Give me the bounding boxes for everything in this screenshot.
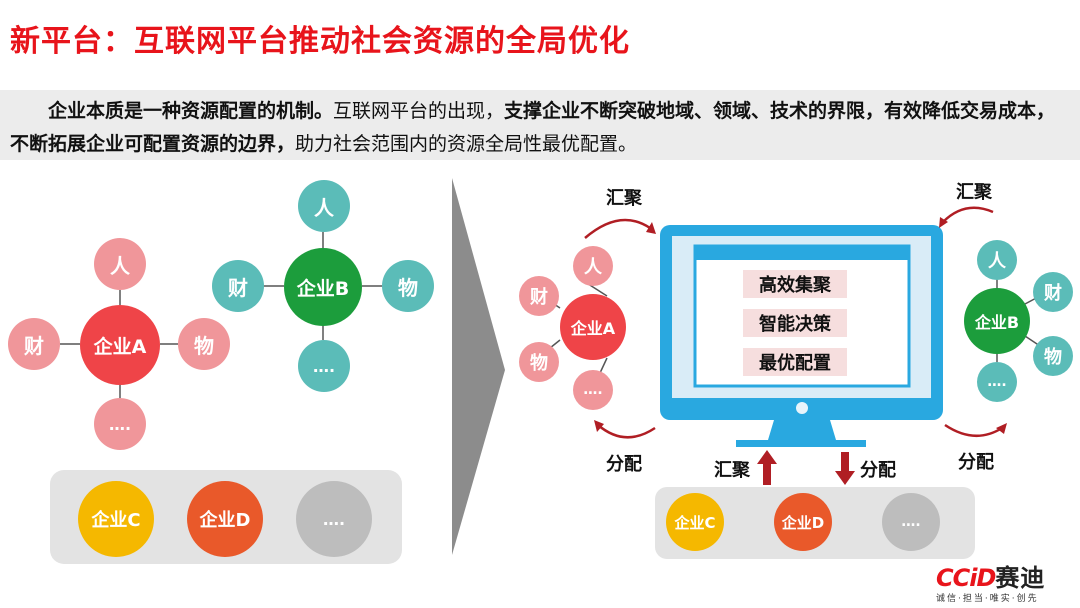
left-b-money-node: 财 [212,260,264,312]
vertical-arrows [757,450,855,485]
left-company-d: 企业D [187,481,263,557]
label-gather-bottom: 汇聚 [714,460,750,481]
page-title: 新平台：互联网平台推动社会资源的全局优化 [10,24,630,59]
ccid-logo: CCiD赛迪 诚信·担当·唯实·创先 [936,558,1045,604]
label-gather-top-left: 汇聚 [606,188,642,209]
left-company-a: 企业A [80,305,160,385]
intro-part3: 支撑企业不断突破地域、领域、技术的界限，有效降低交易成本，不断拓展企业可配置资源… [10,100,1056,155]
left-b-more-node: …. [298,340,350,392]
right-a-more-node: …. [573,370,613,410]
left-a-people-node: 人 [94,238,146,290]
curved-arrow-heads [594,217,1007,434]
label-distribute-left: 分配 [606,454,642,475]
transition-chevron [452,178,505,555]
curved-arrows [584,206,1003,439]
label-distribute-bottom: 分配 [860,460,896,481]
right-b-people-node: 人 [977,240,1017,280]
right-b-more-node: …. [977,362,1017,402]
intro-part4: 助力社会范围内的资源全局性最优配置。 [295,133,638,155]
left-b-people-node: 人 [298,180,350,232]
intro-paragraph: 企业本质是一种资源配置的机制。互联网平台的出现，支撑企业不断突破地域、领域、技术… [0,90,1080,161]
right-company-b: 企业B [964,288,1030,354]
logo-brand-latin: CCiD [936,564,996,592]
left-b-connectors [262,232,382,340]
right-b-goods-node: 物 [1033,336,1073,376]
screen-item-smart-decision: 智能决策 [743,309,847,337]
right-company-a: 企业A [560,294,626,360]
logo-brand: CCiD赛迪 [936,558,1045,593]
left-a-more-node: …. [94,398,146,450]
screen-item-efficient-gathering: 高效集聚 [743,270,847,298]
left-more-companies: …. [296,481,372,557]
right-more-companies: …. [882,493,940,551]
right-company-d: 企业D [774,493,832,551]
left-b-goods-node: 物 [382,260,434,312]
logo-slogan: 诚信·担当·唯实·创先 [936,594,1039,604]
right-a-people-node: 人 [573,246,613,286]
right-a-goods-node: 物 [519,342,559,382]
left-a-money-node: 财 [8,318,60,370]
right-company-c: 企业C [666,493,724,551]
label-gather-top-right: 汇聚 [956,182,992,203]
left-a-goods-node: 物 [178,318,230,370]
screen-item-optimal-allocation: 最优配置 [743,348,847,376]
intro-part2: 互联网平台的出现， [333,100,505,122]
intro-part1: 企业本质是一种资源配置的机制。 [48,100,334,122]
logo-brand-cn: 赛迪 [995,564,1046,592]
left-company-b: 企业B [284,248,362,326]
right-a-money-node: 财 [519,276,559,316]
left-company-c: 企业C [78,481,154,557]
label-distribute-right: 分配 [958,452,994,473]
right-b-money-node: 财 [1033,272,1073,312]
intro-band: 企业本质是一种资源配置的机制。互联网平台的出现，支撑企业不断突破地域、领域、技术… [0,90,1080,160]
